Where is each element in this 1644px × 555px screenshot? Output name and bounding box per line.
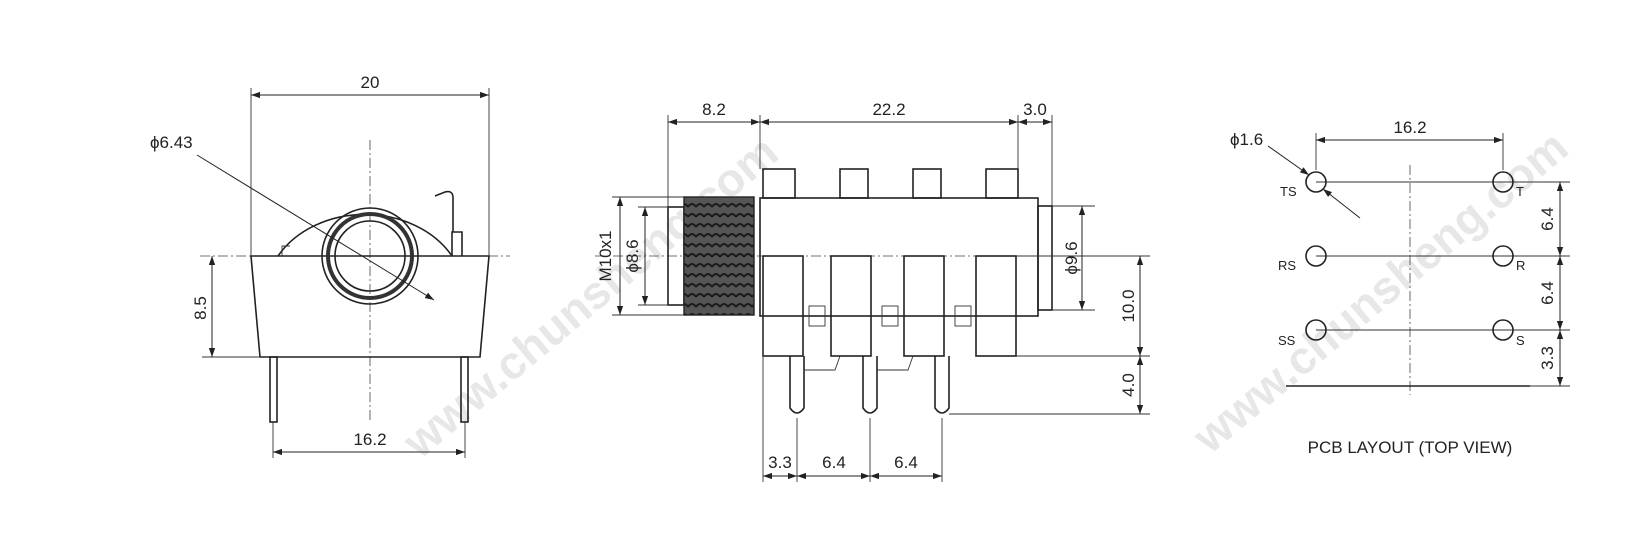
thread-diameter-label: ϕ8.6 — [623, 239, 642, 272]
front-pin-spacing-label: 16.2 — [353, 430, 386, 449]
pad-s — [1492, 319, 1514, 341]
pcb-width-label: 16.2 — [1393, 118, 1426, 137]
pcb-edge-offset-label: 3.3 — [1538, 346, 1557, 370]
watermark-right: www.chunsheng.com — [1182, 120, 1577, 463]
watermarks: www.chunsheng.com www.chunsheng.com www.… — [392, 120, 1577, 468]
rear-length-label: 3.0 — [1023, 100, 1047, 119]
pcb-hole-diameter-label: ϕ1.6 — [1230, 130, 1263, 149]
front-view: 20 ϕ6.43 8.5 16.2 — [150, 73, 510, 458]
front-height-label: 8.5 — [191, 296, 210, 320]
pin-offset-label: 3.3 — [768, 453, 792, 472]
pcb-pitch-1-label: 6.4 — [1538, 207, 1557, 231]
pad-t — [1492, 171, 1514, 193]
body-height-label: 10.0 — [1119, 289, 1138, 322]
thread-length-label: 8.2 — [702, 100, 726, 119]
body-diameter-label: ϕ9.6 — [1062, 241, 1081, 274]
pcb-layout: ϕ1.6 16.2 6.4 6.4 3.3 TS T RS R SS S PCB… — [1230, 118, 1570, 457]
pad-rs — [1305, 245, 1327, 267]
pcb-layout-title: PCB LAYOUT (TOP VIEW) — [1308, 438, 1513, 457]
body-length-label: 22.2 — [872, 100, 905, 119]
pad-label-s: S — [1516, 333, 1525, 348]
pad-label-ss: SS — [1278, 333, 1296, 348]
pcb-pitch-2-label: 6.4 — [1538, 281, 1557, 305]
side-view: 8.2 22.2 3.0 M10x1 ϕ8.6 ϕ9.6 10.0 4.0 3.… — [595, 100, 1150, 482]
thread-spec-label: M10x1 — [596, 230, 615, 281]
front-hole-diameter-label: ϕ6.43 — [150, 133, 193, 152]
pad-label-ts: TS — [1280, 184, 1297, 199]
pad-label-r: R — [1516, 258, 1525, 273]
pad-label-rs: RS — [1278, 258, 1296, 273]
pad-ts — [1305, 171, 1327, 193]
pad-label-t: T — [1516, 184, 1524, 199]
pin-pitch-1-label: 6.4 — [822, 453, 846, 472]
pad-r — [1492, 245, 1514, 267]
pin-pitch-2-label: 6.4 — [894, 453, 918, 472]
front-width-label: 20 — [361, 73, 380, 92]
pad-ss — [1305, 319, 1327, 341]
pin-length-label: 4.0 — [1119, 373, 1138, 397]
